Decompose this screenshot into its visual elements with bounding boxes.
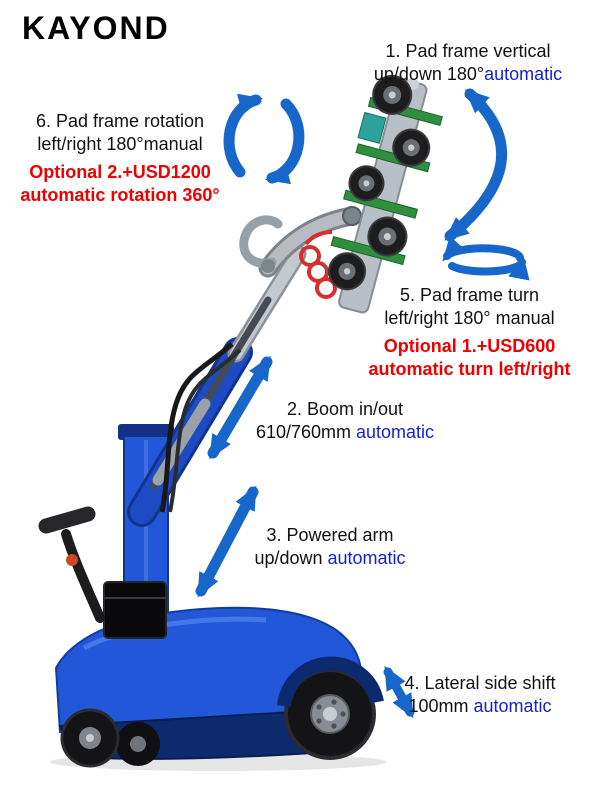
annotation-text: 610/760mm: [255, 422, 351, 442]
annotation-powered-arm: 3. Powered arm up/down automatic: [240, 524, 420, 570]
annotation-highlight: automatic: [356, 422, 435, 442]
valve-plate: [357, 111, 387, 144]
annotation-line: left/right 180°manual: [37, 134, 203, 154]
annotation-optional-line: Optional 1.+USD600: [383, 336, 556, 356]
annotation-boom: 2. Boom in/out 610/760mm automatic: [255, 398, 435, 444]
turn-ellipse-arrow-icon: [442, 236, 530, 281]
annotation-line: up/down 180°automatic: [358, 63, 578, 86]
annotation-line: 610/760mm automatic: [255, 421, 435, 444]
annotation-pad-frame-rotation: 6. Pad frame rotation left/right 180°man…: [5, 110, 235, 207]
annotation-line: 3. Powered arm: [266, 525, 394, 545]
annotation-line: 5. Pad frame turn: [399, 285, 540, 305]
brand-logo: KAYOND: [22, 10, 170, 46]
annotation-text: 100mm: [408, 696, 469, 716]
rear-wheel: [277, 656, 384, 760]
annotation-pad-frame-turn: 5. Pad frame turn left/right 180° manual…: [352, 284, 587, 381]
front-wheels: [60, 708, 160, 768]
boom-double-arrow-icon: [207, 355, 273, 460]
side-shift-double-arrow-icon: [383, 665, 415, 719]
updown-arc-arrow-icon: [444, 88, 508, 242]
annotation-line: up/down automatic: [240, 547, 420, 570]
annotation-highlight: automatic: [484, 64, 563, 84]
rotation-circle-arrow-icon: [223, 93, 305, 185]
annotation-line: 6. Pad frame rotation: [35, 111, 205, 131]
annotation-line: 2. Boom in/out: [286, 399, 404, 419]
suction-cups: [328, 74, 431, 291]
annotation-optional-line: automatic rotation 360°: [20, 185, 220, 205]
tiller-handle: [38, 506, 105, 623]
red-coil-hose: [299, 230, 337, 299]
powered-arm-double-arrow-icon: [195, 485, 259, 598]
annotation-pad-frame-vertical: 1. Pad frame vertical up/down 180°automa…: [358, 40, 578, 86]
annotation-highlight: automatic: [473, 696, 552, 716]
annotation-line: 100mm automatic: [385, 695, 575, 718]
annotation-text: up/down 180°: [373, 64, 485, 84]
annotation-optional-line: Optional 2.+USD1200: [29, 162, 211, 182]
control-box: [103, 581, 167, 639]
annotation-highlight: automatic: [327, 548, 406, 568]
annotation-line: 4. Lateral side shift: [404, 673, 556, 693]
annotation-line: left/right 180° manual: [384, 308, 555, 328]
annotation-line: 1. Pad frame vertical: [385, 41, 551, 61]
annotation-side-shift: 4. Lateral side shift 100mm automatic: [385, 672, 575, 718]
annotation-optional-line: automatic turn left/right: [368, 359, 571, 379]
pad-frame: [328, 74, 443, 314]
annotation-text: up/down: [254, 548, 323, 568]
linkage-arm: [239, 206, 362, 278]
rear-fender: [277, 656, 384, 707]
